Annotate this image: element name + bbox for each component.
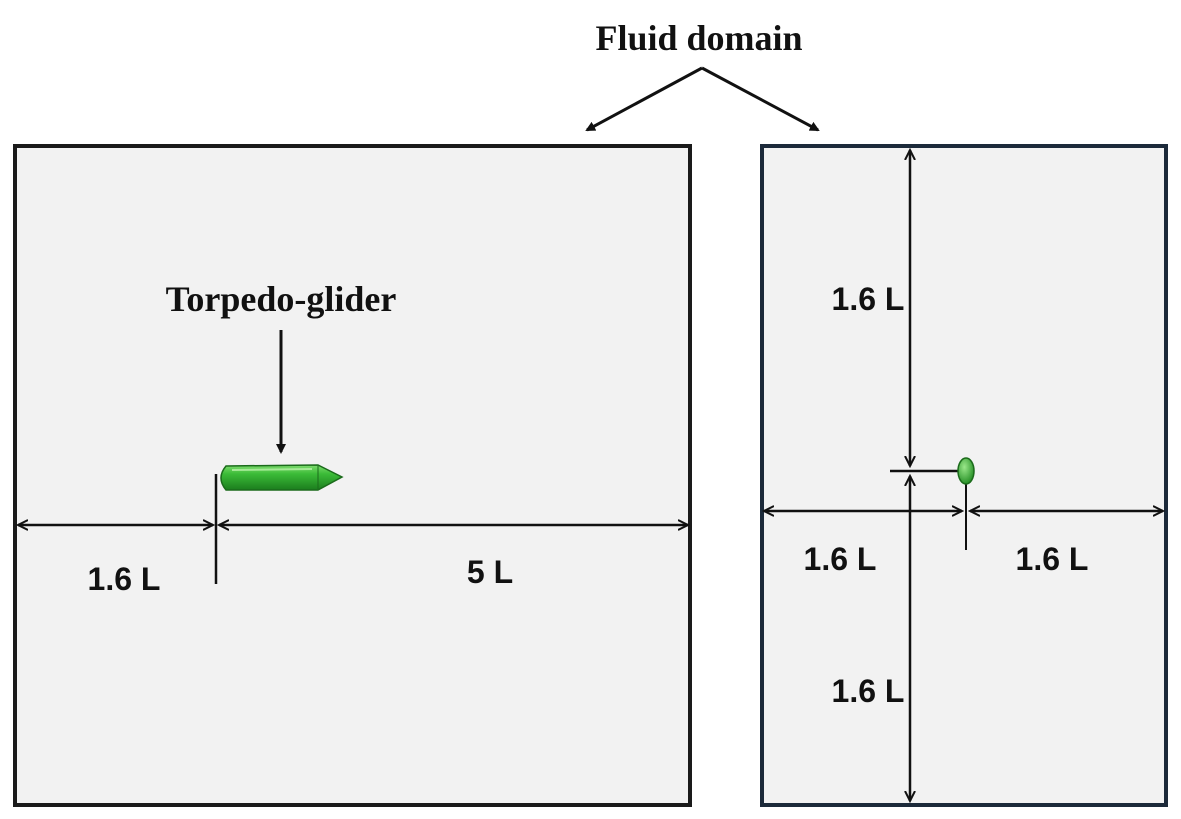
left-distance-label: 1.6 L [804, 541, 877, 577]
fluid-domain-arrow-right [701, 66, 820, 132]
front-view-domain: 1.6 L 1.6 L 1.6 L 1.6 L [760, 144, 1168, 807]
downstream-distance-label: 5 L [467, 554, 513, 590]
bottom-distance-label: 1.6 L [832, 673, 905, 709]
fluid-domain-label: Fluid domain [595, 18, 802, 58]
torpedo-glider-side [220, 464, 344, 491]
torpedo-glider-label: Torpedo-glider [166, 279, 397, 319]
top-distance-label: 1.6 L [832, 281, 905, 317]
side-view-domain: Torpedo-glider 1.6 L 5 L [13, 144, 692, 807]
torpedo-glider-front [957, 457, 975, 485]
fluid-domain-arrow-left [585, 66, 703, 132]
upstream-distance-label: 1.6 L [88, 561, 161, 597]
right-distance-label: 1.6 L [1016, 541, 1089, 577]
side-view-domain-box [13, 144, 692, 807]
